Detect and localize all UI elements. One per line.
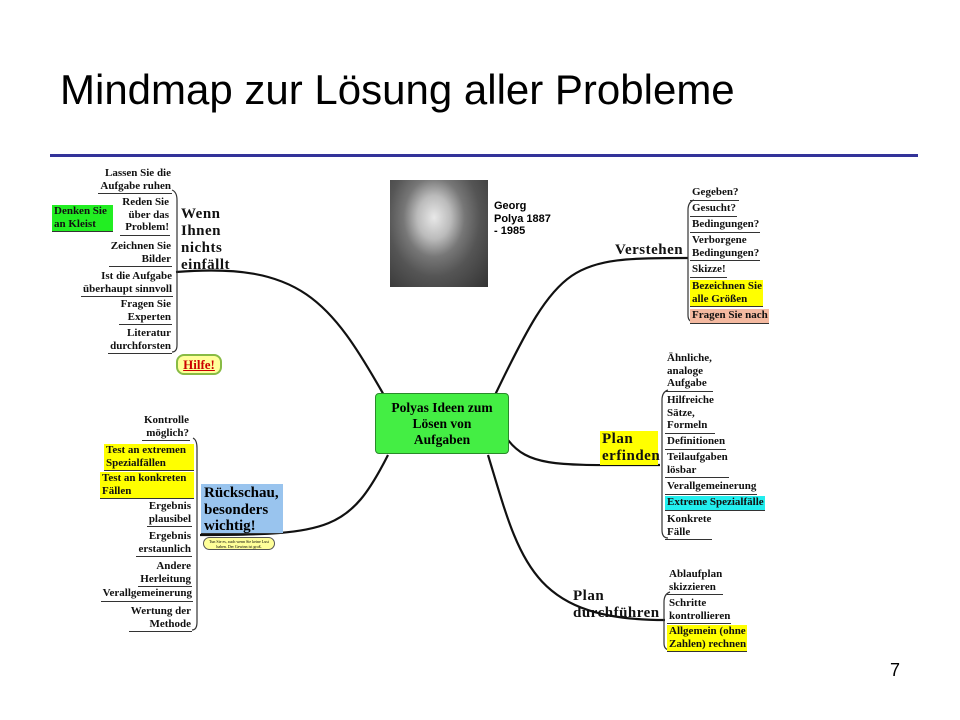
leaf-item[interactable]: Fragen Sie Experten	[118, 298, 172, 325]
leaf-item-highlighted[interactable]: Bezeichnen Sie alle Größen	[690, 280, 763, 307]
leaf-item[interactable]: Ergebnis plausibel	[146, 500, 192, 527]
leaf-item[interactable]: Hilfreiche Sätze, Formeln	[665, 394, 715, 434]
leaf-item[interactable]: Verallgemeinerung	[100, 587, 193, 602]
leaf-item[interactable]: Literatur durchforsten	[108, 327, 172, 354]
leaf-item[interactable]: Konkrete Fälle	[665, 513, 713, 540]
connector-wenn	[175, 269, 386, 398]
leaf-item-highlighted[interactable]: Denken Sie an Kleist	[52, 205, 113, 232]
leaf-item-highlighted[interactable]: Test an extremen Spezialfällen	[104, 444, 194, 471]
leaf-item[interactable]: Wertung der Methode	[128, 605, 192, 632]
bracket-wenn	[171, 189, 178, 353]
leaf-item[interactable]: Bedingungen?	[690, 218, 761, 233]
leaf-item[interactable]: Lassen Sie die Aufgabe ruhen	[98, 167, 172, 194]
leaf-item[interactable]: Gegeben?	[690, 186, 740, 201]
page-number: 7	[890, 660, 901, 680]
leaf-item[interactable]: Andere Herleitung	[138, 560, 192, 587]
bracket-rueckschau	[191, 437, 198, 631]
leaf-item[interactable]: Gesucht?	[690, 202, 737, 217]
central-node[interactable]: Polyas Ideen zum Lösen von Aufgaben	[375, 393, 509, 454]
leaf-item[interactable]: Ablaufplan skizzieren	[667, 568, 724, 595]
connector-durchfuehren	[486, 454, 666, 622]
title-divider	[50, 154, 918, 157]
leaf-item[interactable]: Verallgemeinerung	[665, 480, 758, 495]
leaf-item[interactable]: Teilaufgaben lösbar	[665, 451, 729, 478]
leaf-item[interactable]: Ist die Aufgabe überhaupt sinnvoll	[81, 270, 173, 297]
leaf-item-highlighted[interactable]: Test an konkreten Fällen	[100, 472, 194, 499]
branch-plan-durchfuehren[interactable]: Plan durchführen	[573, 588, 660, 621]
leaf-item-highlighted[interactable]: Extreme Spezialfälle	[665, 496, 765, 511]
connector-verstehen	[494, 256, 689, 396]
leaf-item[interactable]: Skizze!	[690, 263, 727, 278]
bracket-durchfuehren	[663, 591, 671, 651]
leaf-item-highlighted[interactable]: Allgemein (ohne Zahlen) rechnen	[667, 625, 748, 652]
polya-photo	[390, 180, 488, 287]
hilfe-link[interactable]: Hilfe!	[176, 354, 222, 375]
central-node-label: Polyas Ideen zum Lösen von Aufgaben	[391, 400, 493, 447]
branch-rueckschau[interactable]: Rückschau, besonders wichtig!	[201, 484, 283, 534]
connector-erfinden	[507, 439, 661, 467]
branch-verstehen[interactable]: Verstehen	[615, 242, 684, 258]
leaf-item[interactable]: Verborgene Bedingungen?	[690, 234, 761, 261]
bracket-erfinden	[661, 389, 669, 539]
leaf-item[interactable]: Zeichnen Sie Bilder	[108, 240, 172, 267]
slide-title: Mindmap zur Lösung aller Probleme	[60, 66, 735, 113]
photo-caption: Georg Polya 1887 - 1985	[494, 200, 551, 237]
branch-wenn-ihnen-nichts-einfaellt[interactable]: Wenn Ihnen nichts einfällt	[181, 206, 230, 273]
leaf-item[interactable]: Schritte kontrollieren	[667, 597, 732, 624]
connector-rueckschau	[199, 454, 389, 537]
leaf-item-highlighted[interactable]: Fragen Sie nach	[690, 309, 769, 324]
branch-plan-erfinden[interactable]: Plan erfinden	[600, 431, 661, 465]
leaf-item[interactable]: Ergebnis erstaunlich	[136, 530, 192, 557]
leaf-item[interactable]: Kontrolle möglich?	[141, 414, 190, 441]
rueckschau-note: Tun Sie es, auch wenn Sie keine Lust hab…	[203, 537, 275, 550]
leaf-item[interactable]: Ähnliche, analoge Aufgabe	[665, 352, 713, 392]
leaf-item[interactable]: Reden Sie über das Problem!	[120, 196, 170, 236]
leaf-item[interactable]: Definitionen	[665, 435, 727, 450]
